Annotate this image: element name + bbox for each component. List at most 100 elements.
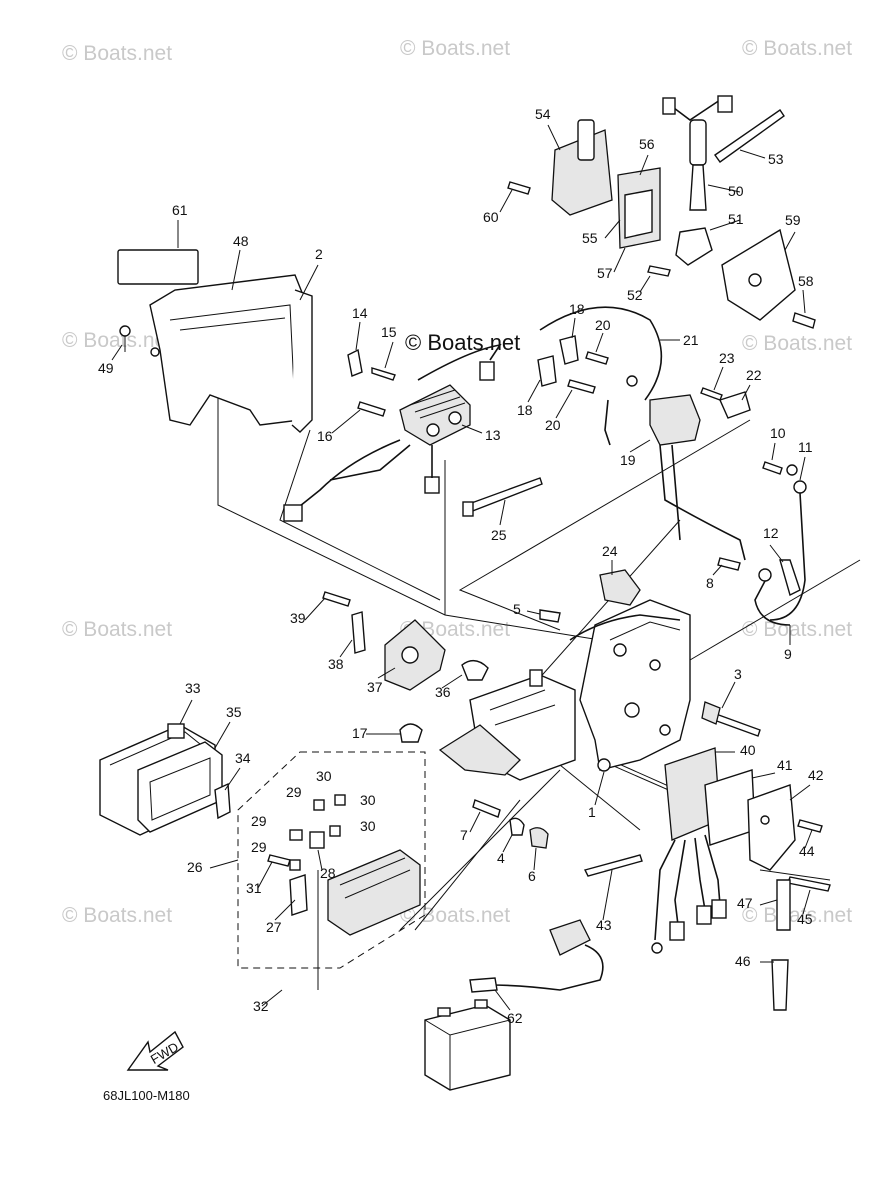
callout-36: 36 xyxy=(435,684,451,700)
callout-58: 58 xyxy=(798,273,814,289)
kit-small-parts xyxy=(267,794,421,936)
callout-21: 21 xyxy=(683,332,699,348)
callout-2: 2 xyxy=(315,246,323,262)
rectifier-fasteners xyxy=(347,348,396,417)
callout-20: 20 xyxy=(545,417,561,433)
callout-42: 42 xyxy=(808,767,824,783)
rectifier-regulator xyxy=(283,343,502,522)
callout-45: 45 xyxy=(797,911,813,927)
callout-55: 55 xyxy=(582,230,598,246)
callout-44: 44 xyxy=(799,843,815,859)
watermark: © Boats.net xyxy=(400,37,510,60)
watermarks: © Boats.net © Boats.net © Boats.net © Bo… xyxy=(62,37,852,927)
watermark: © Boats.net xyxy=(62,42,172,65)
callout-49: 49 xyxy=(98,360,114,376)
diagram-code: 68JL100-M180 xyxy=(103,1088,190,1103)
callout-62: 62 xyxy=(507,1010,523,1026)
relay-assembly xyxy=(649,387,751,561)
callout-25: 25 xyxy=(491,527,507,543)
callout-56: 56 xyxy=(639,136,655,152)
callout-53: 53 xyxy=(768,151,784,167)
callout-17: 17 xyxy=(352,725,368,741)
callout-5: 5 xyxy=(513,601,521,617)
callout-labels: 1 2 3 4 5 6 7 8 9 10 11 12 13 14 15 16 1… xyxy=(98,106,824,1026)
callout-20: 20 xyxy=(595,317,611,333)
callout-19: 19 xyxy=(620,452,636,468)
callout-54: 54 xyxy=(535,106,551,122)
callout-32: 32 xyxy=(253,998,269,1014)
callout-4: 4 xyxy=(497,850,505,866)
ground-wire-parts xyxy=(717,461,807,626)
watermark: © Boats.net xyxy=(742,904,852,927)
watermark: © Boats.net xyxy=(405,330,520,355)
cable-tie xyxy=(462,477,543,517)
watermark: © Boats.net xyxy=(742,332,852,355)
leader-lines xyxy=(111,124,813,1011)
callout-47: 47 xyxy=(737,895,753,911)
callout-11: 11 xyxy=(798,439,813,455)
callout-15: 15 xyxy=(381,324,397,340)
callout-18: 18 xyxy=(517,402,533,418)
callout-48: 48 xyxy=(233,233,249,249)
watermark: © Boats.net xyxy=(400,904,510,927)
callout-10: 10 xyxy=(770,425,786,441)
callout-9: 9 xyxy=(784,646,792,662)
callout-34: 34 xyxy=(235,750,251,766)
callout-31: 31 xyxy=(246,880,262,896)
terminal-bolt xyxy=(701,701,761,737)
watermark: © Boats.net xyxy=(62,904,172,927)
callout-29: 29 xyxy=(251,839,267,855)
callout-16: 16 xyxy=(317,428,333,444)
kit-group-outline xyxy=(237,751,426,969)
callout-40: 40 xyxy=(740,742,756,758)
ignition-top-parts xyxy=(507,95,816,329)
callout-14: 14 xyxy=(352,305,368,321)
callout-1: 1 xyxy=(588,804,596,820)
bracket-clip xyxy=(539,569,641,623)
callout-57: 57 xyxy=(597,265,613,281)
battery-and-cables xyxy=(424,854,643,1091)
callout-33: 33 xyxy=(185,680,201,696)
callout-23: 23 xyxy=(719,350,735,366)
callout-22: 22 xyxy=(746,367,762,383)
callout-28: 28 xyxy=(320,865,336,881)
callout-24: 24 xyxy=(602,543,618,559)
callout-37: 37 xyxy=(367,679,383,695)
watermark: © Boats.net xyxy=(742,37,852,60)
callout-39: 39 xyxy=(290,610,306,626)
callout-29: 29 xyxy=(251,813,267,829)
forward-arrow-icon: FWD xyxy=(126,1030,184,1071)
callout-51: 51 xyxy=(728,211,744,227)
cdi-unit xyxy=(99,723,231,836)
callout-8: 8 xyxy=(706,575,714,591)
callout-30: 30 xyxy=(316,768,332,784)
callout-61: 61 xyxy=(172,202,188,218)
spark-caps-and-screws xyxy=(537,306,663,446)
callout-41: 41 xyxy=(777,757,793,773)
callout-59: 59 xyxy=(785,212,801,228)
callout-12: 12 xyxy=(763,525,779,541)
callout-43: 43 xyxy=(596,917,612,933)
watermark: © Boats.net xyxy=(62,329,172,352)
callout-60: 60 xyxy=(483,209,499,225)
callout-18: 18 xyxy=(569,301,585,317)
callout-29: 29 xyxy=(286,784,302,800)
callout-7: 7 xyxy=(460,827,468,843)
electrical-box-cover xyxy=(119,274,313,433)
callout-52: 52 xyxy=(627,287,643,303)
callout-6: 6 xyxy=(528,868,536,884)
callout-27: 27 xyxy=(266,919,282,935)
ignition-coil-assembly xyxy=(651,747,831,1011)
callout-3: 3 xyxy=(734,666,742,682)
callout-26: 26 xyxy=(187,859,203,875)
callout-38: 38 xyxy=(328,656,344,672)
watermark: © Boats.net xyxy=(742,618,852,641)
harness-clamps xyxy=(322,591,521,776)
grommet-bolts xyxy=(472,799,549,849)
callout-30: 30 xyxy=(360,818,376,834)
callout-46: 46 xyxy=(735,953,751,969)
callout-35: 35 xyxy=(226,704,242,720)
callout-30: 30 xyxy=(360,792,376,808)
label-plate xyxy=(117,249,199,285)
